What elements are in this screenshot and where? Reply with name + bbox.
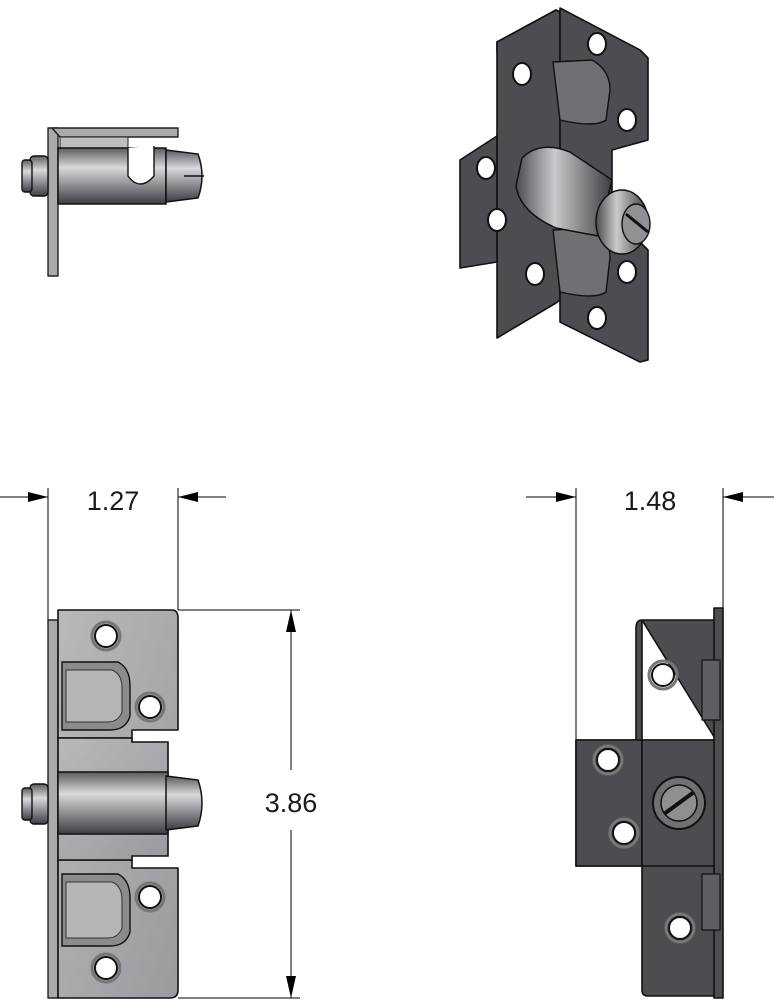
back-view-flange (713, 607, 724, 999)
back-view (575, 607, 724, 999)
front-width-dimension (0, 488, 226, 620)
top-view-flange (47, 127, 59, 277)
front-height-label: 3.86 (265, 788, 318, 818)
back-width-dimension (526, 488, 774, 740)
top-view-plate (51, 127, 179, 138)
front-view-cylinder (57, 771, 169, 835)
isometric-view (459, 7, 651, 363)
top-view-rear-nut (29, 155, 49, 197)
top-view (21, 127, 204, 277)
front-height-dimension (178, 609, 300, 999)
front-width-label: 1.27 (87, 486, 140, 516)
front-view-plunger (165, 775, 203, 831)
iso-pocket-upper (552, 59, 611, 125)
front-view (21, 609, 203, 999)
back-width-label: 1.48 (624, 486, 677, 516)
